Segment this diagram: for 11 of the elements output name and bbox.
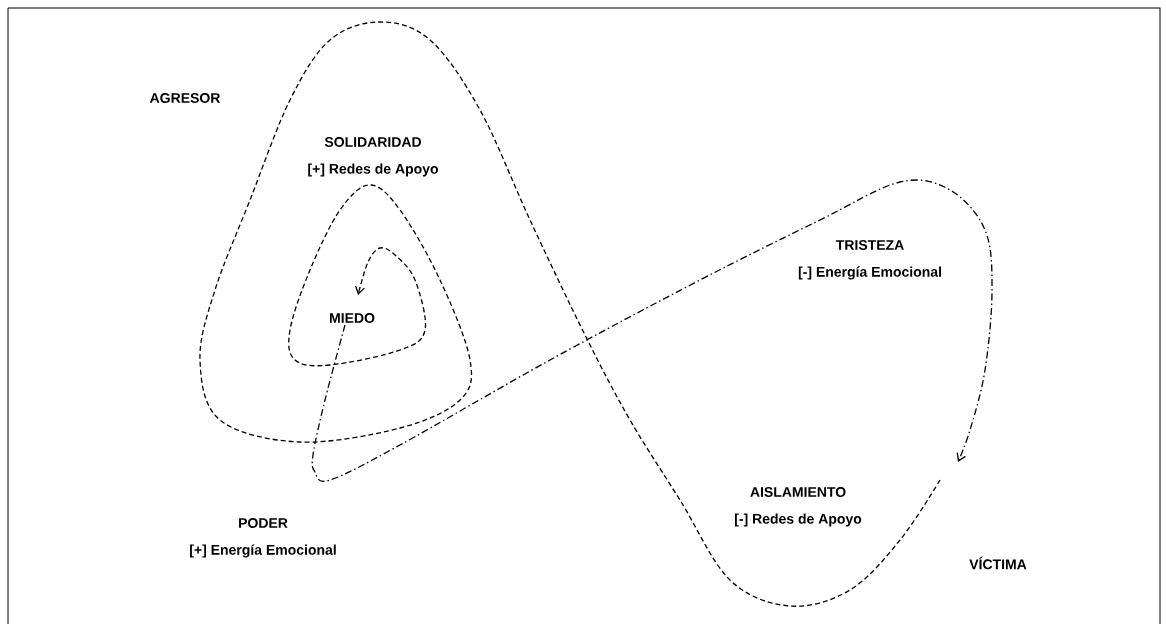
label: [-] Redes de Apoyo bbox=[733, 512, 863, 528]
label: AGRESOR bbox=[148, 92, 222, 104]
label: TRISTEZA bbox=[834, 239, 906, 251]
label: MIEDO bbox=[328, 312, 376, 324]
label: PODER bbox=[237, 517, 289, 529]
label: [+] Redes de Apoyo bbox=[306, 162, 440, 178]
label: [-] Energía Emocional bbox=[797, 265, 943, 281]
label: SOLIDARIDAD bbox=[323, 136, 423, 148]
label: [+] Energía Emocional bbox=[188, 543, 338, 559]
label: AISLAMIENTO bbox=[748, 486, 848, 498]
label: VÍCTIMA bbox=[968, 555, 1028, 571]
